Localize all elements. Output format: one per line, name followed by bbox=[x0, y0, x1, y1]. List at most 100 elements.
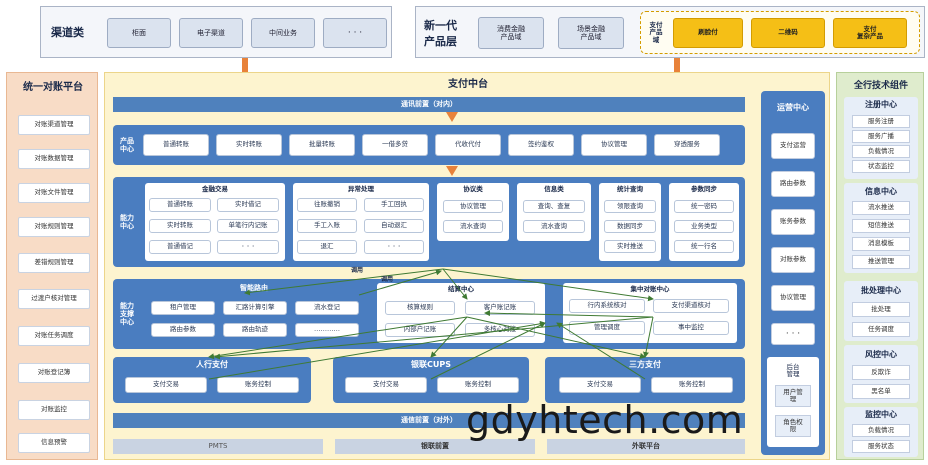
rt-route-trace[interactable]: 路由轨迹 bbox=[223, 323, 287, 337]
ops-more[interactable]: · · · bbox=[771, 323, 815, 345]
registry-center-title: 注册中心 bbox=[865, 100, 897, 110]
product-one-debit-multi-credit[interactable]: 一借多贷 bbox=[362, 134, 428, 156]
channel-counter[interactable]: 柜面 bbox=[107, 18, 171, 48]
support-center-label: 能力 支撑 中心 bbox=[120, 301, 134, 327]
pboc-account-control[interactable]: 账务控制 bbox=[217, 377, 299, 393]
channel-middle-business[interactable]: 中间业务 bbox=[251, 18, 315, 48]
tp-pay-trade[interactable]: 支付交易 bbox=[559, 377, 641, 393]
product-realtime-transfer[interactable]: 实时转账 bbox=[216, 134, 282, 156]
tp-account-control[interactable]: 账务控制 bbox=[651, 377, 733, 393]
reg-load-status[interactable]: 负载情况 bbox=[852, 145, 910, 158]
ps-unified-password[interactable]: 统一密码 bbox=[674, 200, 734, 213]
ps-business-type[interactable]: 业务类型 bbox=[674, 220, 734, 233]
group-statistics: 统计查询 领限查询 数据同步 实时推送 bbox=[599, 183, 661, 261]
info-flow-query[interactable]: 流水查询 bbox=[523, 220, 585, 233]
smart-routing: 智能路由 租户管理 汇路计算引擎 流水登记 路由参数 路由轨迹 ………… bbox=[143, 283, 365, 345]
reconcile-platform-title: 统一对账平台 bbox=[23, 82, 83, 94]
left-item-0[interactable]: 对账渠道管理 bbox=[18, 115, 90, 135]
left-item-4[interactable]: 差错规则管理 bbox=[18, 253, 90, 273]
rc-inprocess-monitor[interactable]: 事中监控 bbox=[653, 321, 729, 335]
pboc-pay-trade[interactable]: 支付交易 bbox=[125, 377, 207, 393]
mon-service-status[interactable]: 服务状态 bbox=[852, 440, 910, 453]
ft-more[interactable]: · · · bbox=[217, 240, 279, 254]
cups-account-control[interactable]: 账务控制 bbox=[437, 377, 519, 393]
st-limit-query[interactable]: 领限查询 bbox=[604, 200, 656, 213]
backend-role-permission[interactable]: 角色权限 bbox=[775, 415, 811, 437]
info-msg-template[interactable]: 消息模板 bbox=[852, 237, 910, 251]
left-item-6[interactable]: 对账任务调度 bbox=[18, 326, 90, 346]
ops-route-param[interactable]: 路由参数 bbox=[771, 171, 815, 197]
ps-unified-bank-name[interactable]: 统一行名 bbox=[674, 240, 734, 253]
left-item-5[interactable]: 过渡户核对管理 bbox=[18, 289, 90, 309]
ex-more[interactable]: · · · bbox=[364, 240, 424, 254]
st-customer-post[interactable]: 客户账记账 bbox=[465, 301, 535, 315]
product-agreement-mgmt[interactable]: 协议管理 bbox=[581, 134, 647, 156]
ft-realtime-transfer[interactable]: 实时转账 bbox=[149, 219, 211, 233]
ex-auto-refund[interactable]: 自动退汇 bbox=[364, 219, 424, 233]
left-item-9[interactable]: 信息预警 bbox=[18, 433, 90, 453]
ft-realtime-debit[interactable]: 实时借记 bbox=[217, 198, 279, 212]
ex-manual-receipt[interactable]: 手工回执 bbox=[364, 198, 424, 212]
rt-route-engine[interactable]: 汇路计算引擎 bbox=[223, 301, 287, 315]
left-item-8[interactable]: 对账监控 bbox=[18, 400, 90, 420]
call-arrows bbox=[208, 268, 654, 380]
left-item-1[interactable]: 对账数据管理 bbox=[18, 149, 90, 169]
cups-pay-trade[interactable]: 支付交易 bbox=[345, 377, 427, 393]
rt-more[interactable]: ………… bbox=[295, 323, 359, 337]
mon-load-status[interactable]: 负载情况 bbox=[852, 424, 910, 437]
product-penetration-service[interactable]: 穿透服务 bbox=[654, 134, 720, 156]
reg-status-monitor[interactable]: 状态监控 bbox=[852, 160, 910, 173]
ft-normal-debit[interactable]: 普通借记 bbox=[149, 240, 211, 254]
ag-agreement-mgmt[interactable]: 协议管理 bbox=[443, 200, 503, 213]
product-sign-auth[interactable]: 签约鉴权 bbox=[508, 134, 574, 156]
reconcile-platform-panel: 统一对账平台 对账渠道管理 对账数据管理 对账文件管理 对账规则管理 差错规则管… bbox=[6, 72, 98, 460]
ft-normal-transfer[interactable]: 普通转账 bbox=[149, 198, 211, 212]
rt-flow-register[interactable]: 流水登记 bbox=[295, 301, 359, 315]
channel-more[interactable]: · · · bbox=[323, 18, 387, 48]
consumer-finance-domain[interactable]: 消费金融 产品域 bbox=[478, 17, 544, 49]
backend-user-mgmt[interactable]: 用户管理 bbox=[775, 385, 811, 407]
ft-single-internal-post[interactable]: 单笔行内记账 bbox=[217, 219, 279, 233]
batch-task-schedule[interactable]: 任务调度 bbox=[852, 322, 910, 337]
info-flow-push[interactable]: 流水推送 bbox=[852, 201, 910, 215]
info-sms-push[interactable]: 短信推送 bbox=[852, 219, 910, 233]
channel-e-channel[interactable]: 电子渠道 bbox=[179, 18, 243, 48]
qr-code-button[interactable]: 二维码 bbox=[751, 18, 825, 48]
rc-internal-check[interactable]: 行内系统核对 bbox=[569, 299, 645, 313]
rt-tenant-mgmt[interactable]: 租户管理 bbox=[151, 301, 215, 315]
left-item-3[interactable]: 对账规则管理 bbox=[18, 217, 90, 237]
ex-outgoing-cancel[interactable]: 往账撤销 bbox=[297, 198, 357, 212]
group-statistics-title: 统计查询 bbox=[617, 185, 643, 194]
ops-pay-operation[interactable]: 支付运营 bbox=[771, 133, 815, 159]
ex-refund[interactable]: 退汇 bbox=[297, 240, 357, 254]
ag-flow-query[interactable]: 流水查询 bbox=[443, 220, 503, 233]
risk-anti-fraud[interactable]: 反欺诈 bbox=[852, 365, 910, 380]
rc-channel-check[interactable]: 支付渠道核对 bbox=[653, 299, 729, 313]
reg-service-register[interactable]: 服务注册 bbox=[852, 115, 910, 128]
reg-service-broadcast[interactable]: 服务广播 bbox=[852, 130, 910, 143]
complex-pay-product-button[interactable]: 支付 复杂产品 bbox=[833, 18, 907, 48]
arrow-label-call-1: 调用 bbox=[351, 267, 364, 274]
scene-finance-domain[interactable]: 场景金融 产品域 bbox=[558, 17, 624, 49]
product-batch-transfer[interactable]: 批量转账 bbox=[289, 134, 355, 156]
face-pay-button[interactable]: 刷脸付 bbox=[673, 18, 743, 48]
risk-center-title: 风控中心 bbox=[865, 350, 897, 360]
comm-front-internal: 通讯前置（对内） bbox=[113, 97, 745, 112]
ops-reconcile-param[interactable]: 对账参数 bbox=[771, 247, 815, 273]
left-item-2[interactable]: 对账文件管理 bbox=[18, 183, 90, 203]
ops-agreement-mgmt[interactable]: 协议管理 bbox=[771, 285, 815, 311]
batch-processing[interactable]: 批处理 bbox=[852, 302, 910, 317]
channel-layer-title: 渠道类 bbox=[51, 26, 84, 39]
risk-blacklist[interactable]: 黑名单 bbox=[852, 384, 910, 399]
product-collect-pay[interactable]: 代收代付 bbox=[435, 134, 501, 156]
info-push-mgmt[interactable]: 推送管理 bbox=[852, 255, 910, 269]
info-query-reply[interactable]: 查询、查复 bbox=[523, 200, 585, 213]
st-accounting-rule[interactable]: 核算规则 bbox=[385, 301, 455, 315]
product-normal-transfer[interactable]: 普通转账 bbox=[143, 134, 209, 156]
st-data-sync[interactable]: 数据同步 bbox=[604, 220, 656, 233]
st-realtime-push[interactable]: 实时推送 bbox=[604, 240, 656, 253]
ex-manual-post[interactable]: 手工入账 bbox=[297, 219, 357, 233]
rt-route-param[interactable]: 路由参数 bbox=[151, 323, 215, 337]
left-item-7[interactable]: 对账登记簿 bbox=[18, 363, 90, 383]
ops-account-param[interactable]: 账务参数 bbox=[771, 209, 815, 235]
